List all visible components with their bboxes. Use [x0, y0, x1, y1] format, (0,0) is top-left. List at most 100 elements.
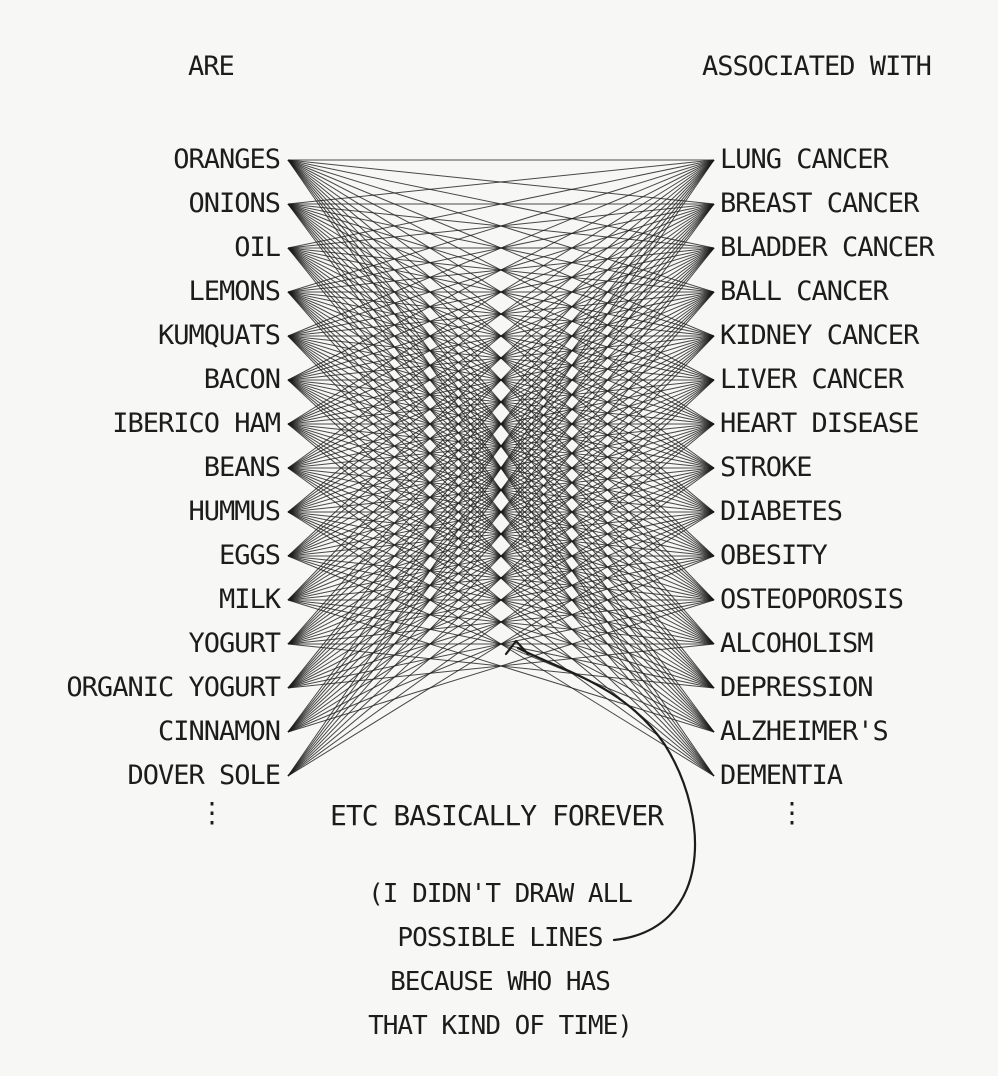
connection-line [287, 511, 715, 601]
connection-line [287, 291, 715, 645]
connection-line [287, 247, 715, 469]
connection-line [287, 159, 715, 557]
connection-line [287, 159, 715, 469]
connection-line [287, 379, 715, 469]
food-item: KUMQUATS [157, 320, 281, 351]
connection-line [287, 335, 715, 381]
connection-line-group [287, 159, 715, 777]
connection-line [287, 511, 715, 733]
connection-line [287, 335, 715, 469]
connection-line [287, 511, 715, 689]
connection-line [287, 203, 715, 249]
etc-label: ETC BASICALLY FOREVER [330, 799, 664, 832]
connection-line [287, 203, 715, 777]
condition-item: LIVER CANCER [720, 364, 904, 395]
connection-line [287, 423, 715, 689]
connection-line [287, 599, 715, 689]
right-column-heading: ASSOCIATED WITH [702, 51, 932, 82]
connection-line [287, 599, 715, 645]
connection-line [287, 159, 715, 689]
connection-line [287, 291, 715, 645]
connection-line [287, 247, 715, 645]
connection-line [287, 159, 715, 337]
connection-line [287, 511, 715, 557]
connection-line [287, 467, 715, 733]
connection-line [287, 203, 715, 689]
connection-line [287, 379, 715, 469]
connection-line [287, 159, 715, 293]
note-line: THAT KIND OF TIME) [368, 1011, 633, 1041]
connection-line [287, 555, 715, 601]
connection-line [287, 599, 715, 645]
connection-line [287, 203, 715, 777]
connection-line [287, 335, 715, 513]
connection-line [287, 423, 715, 733]
connection-line [287, 159, 715, 645]
connection-line [287, 159, 715, 205]
connection-line [287, 203, 715, 645]
food-item: IBERICO HAM [112, 408, 281, 439]
connection-line [287, 599, 715, 733]
connection-line [287, 291, 715, 777]
connection-line [287, 291, 715, 469]
connection-line [287, 423, 715, 513]
connection-line [287, 291, 715, 381]
connection-line [287, 379, 715, 601]
food-list: ORANGES ONIONS OIL LEMONS KUMQUATS BACON… [30, 140, 281, 800]
connection-line [287, 159, 715, 513]
connection-line [287, 423, 715, 469]
connection-line [287, 467, 715, 557]
connection-line [287, 203, 715, 249]
connection-line [287, 159, 715, 425]
connection-line [287, 335, 715, 469]
connection-line [287, 203, 715, 337]
food-item: ORGANIC YOGURT [66, 672, 281, 703]
connection-line [287, 335, 715, 689]
connection-line [287, 291, 715, 777]
connection-line [287, 291, 715, 689]
connection-line [287, 203, 715, 293]
connection-line [287, 335, 715, 601]
note-line: POSSIBLE LINES [397, 923, 603, 953]
food-item: ONIONS [188, 188, 281, 219]
connection-line [287, 511, 715, 601]
connection-line [287, 291, 715, 513]
connection-line [287, 423, 715, 513]
condition-item: BALL CANCER [720, 276, 889, 307]
connection-line [287, 423, 715, 777]
connection-line [287, 291, 715, 557]
left-continuation-dots: ⋮ [198, 796, 226, 829]
connection-line [287, 291, 715, 337]
connection-line [287, 335, 715, 425]
connection-line [287, 335, 715, 557]
connection-line [287, 379, 715, 777]
connection-line [287, 203, 715, 293]
connection-line [287, 467, 715, 513]
connection-line [287, 203, 715, 513]
connection-line [287, 335, 715, 557]
connection-line [287, 511, 715, 777]
connection-line [287, 159, 715, 557]
connection-line [287, 379, 715, 513]
connection-line [287, 247, 715, 557]
condition-item: DEMENTIA [720, 760, 843, 791]
connection-line [287, 203, 715, 469]
connection-line [287, 159, 715, 381]
connection-line [287, 159, 715, 733]
connection-line [287, 335, 715, 689]
connection-line [287, 335, 715, 733]
connection-line [287, 203, 715, 733]
connection-line [287, 643, 715, 689]
connection-line [287, 203, 715, 689]
connection-line [287, 247, 715, 689]
condition-item: OBESITY [720, 540, 828, 571]
connection-line [287, 247, 715, 513]
connection-line [287, 247, 715, 381]
food-item: EGGS [218, 540, 281, 571]
left-column-heading: ARE [188, 51, 235, 82]
food-item: BACON [203, 364, 281, 395]
connection-line [287, 511, 715, 645]
food-item: HUMMUS [188, 496, 281, 527]
connection-line [287, 291, 715, 601]
connection-line [287, 247, 715, 337]
